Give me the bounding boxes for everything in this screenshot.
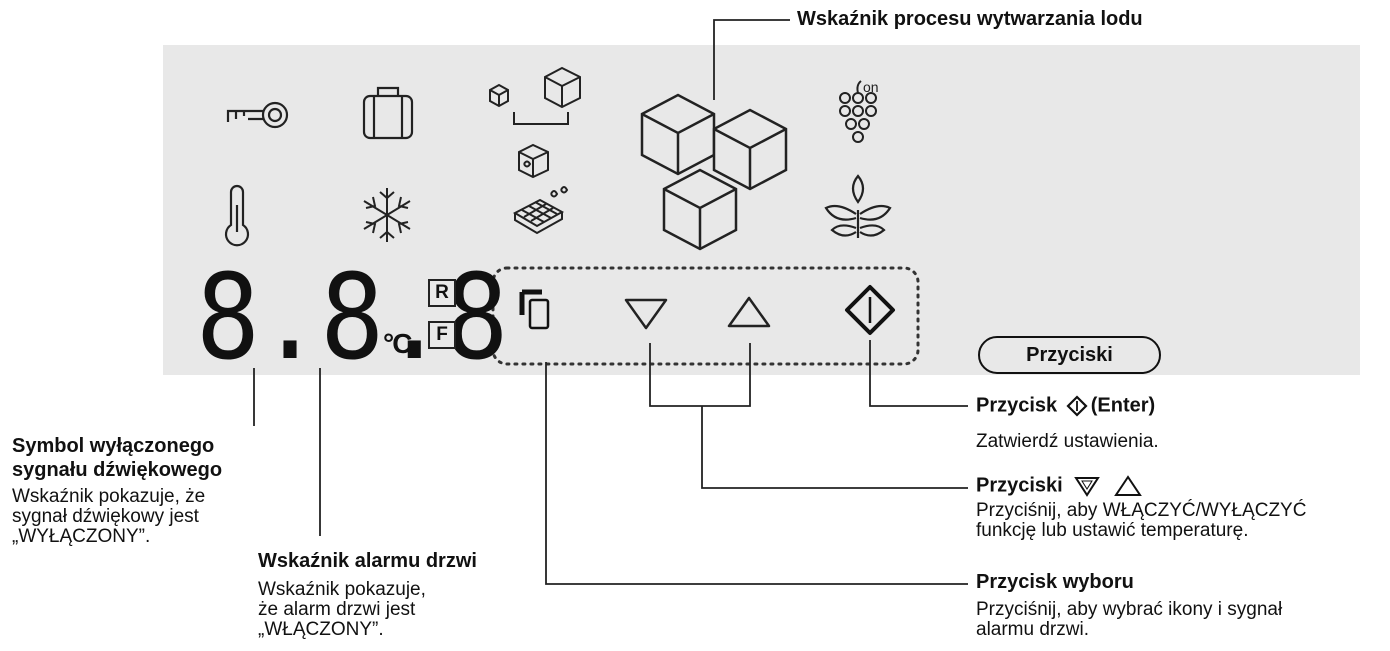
sound-callout-title-line-1: Symbol wyłączonego — [12, 435, 215, 457]
leader-arrows — [649, 343, 968, 489]
enter-callout-title: Przycisk (Enter) — [976, 395, 1155, 417]
enter-suffix-text: (Enter) — [1090, 394, 1156, 417]
enter-icon — [845, 285, 895, 335]
mode-r-badge: R — [428, 279, 456, 307]
arrows-desc-line-1: Przyciśnij, aby WŁĄCZYĆ/WYŁĄCZYĆ — [976, 500, 1307, 521]
enter-desc: Zatwierdź ustawienia. — [976, 431, 1159, 452]
grapes-on-label: on — [863, 79, 879, 95]
sound-callout-title-line-2: sygnału dźwiękowego — [12, 459, 223, 481]
snowflake-icon — [363, 188, 411, 242]
select-desc-line-2: alarmu drzwi. — [976, 619, 1089, 640]
mode-f-badge: F — [428, 321, 456, 349]
cube-water-icon — [518, 143, 549, 179]
up-triangle-icon — [727, 296, 771, 328]
big-ice-cubes-icon — [640, 93, 788, 251]
unit-label: °C — [383, 328, 412, 359]
down-triangle-icon — [624, 298, 668, 330]
select-desc-line-1: Przyciśnij, aby wybrać ikony i sygnał — [976, 599, 1283, 620]
sound-desc-line-2: sygnał dźwiękowy jest — [12, 506, 199, 527]
select-icon — [519, 289, 550, 330]
ice-process-title: Wskaźnik procesu wytwarzania lodu — [797, 8, 1143, 30]
suitcase-icon — [362, 86, 414, 140]
select-callout-title: Przycisk wyboru — [976, 571, 1134, 593]
plant-icon — [824, 174, 892, 238]
enter-inline-icon — [1066, 395, 1088, 417]
ice-tray-icon — [512, 186, 569, 235]
buttons-pill: Przyciski — [978, 336, 1161, 374]
display-panel — [163, 45, 1360, 375]
temperature-display: 8.8.8 — [196, 248, 508, 386]
door-desc-line-1: Wskaźnik pokazuje, — [258, 579, 426, 600]
door-desc-line-2: że alarm drzwi jest — [258, 599, 416, 620]
arrows-callout-title: Przyciski — [976, 474, 1144, 498]
leader-lines — [253, 19, 968, 585]
arrows-title-text: Przyciski — [976, 474, 1063, 497]
key-icon — [226, 101, 289, 129]
arrows-desc-line-2: funkcję lub ustawić temperaturę. — [976, 520, 1249, 541]
leader-ice-process — [713, 19, 790, 100]
enter-title-text: Przycisk — [976, 394, 1058, 417]
leader-enter — [869, 340, 968, 407]
thermometer-icon — [224, 184, 250, 247]
buttons-frame — [491, 266, 920, 366]
ice-cube-size-icon — [489, 66, 581, 125]
door-callout-title: Wskaźnik alarmu drzwi — [258, 550, 477, 572]
sound-desc-line-3: „WYŁĄCZONY”. — [12, 526, 151, 547]
arrows-inline-icons — [1074, 475, 1143, 497]
grapes-on-icon — [839, 80, 877, 143]
leader-select — [545, 362, 968, 585]
door-desc-line-3: „WŁĄCZONY”. — [258, 619, 384, 640]
sound-desc-line-1: Wskaźnik pokazuje, że — [12, 486, 206, 507]
